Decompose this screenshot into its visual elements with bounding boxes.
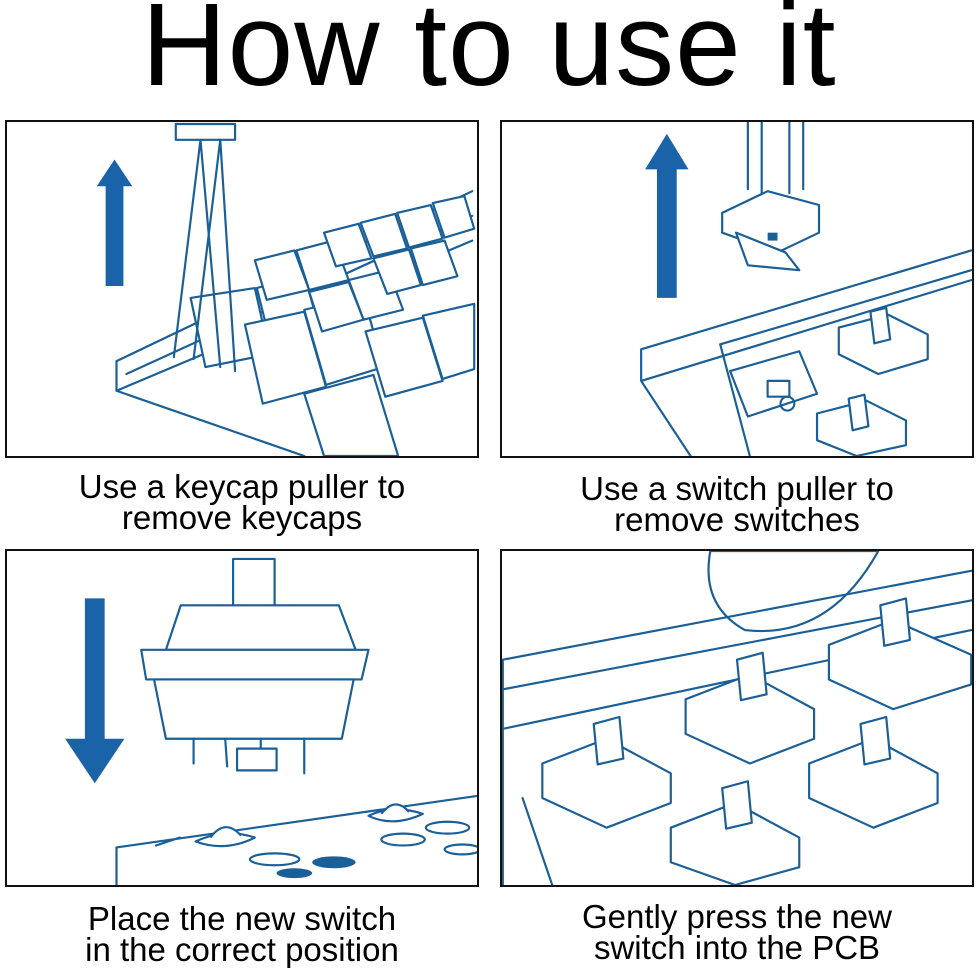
step-4-caption-line1: Gently press the new: [582, 898, 892, 935]
keycaps: [189, 195, 476, 456]
installed-switch: [541, 715, 672, 829]
step-1-illustration: [5, 120, 479, 458]
down-arrow-icon: [65, 598, 125, 784]
step-4-illustration: [500, 549, 974, 887]
step-2-caption: Use a switch puller to remove switches: [500, 470, 974, 538]
switch-puller: [721, 122, 821, 272]
up-arrow-icon: [96, 159, 133, 287]
place-switch-illustration: [65, 557, 477, 885]
step-2-caption-line2: remove switches: [614, 501, 860, 538]
switch-puller-illustration: [640, 122, 972, 456]
step-1-caption-line2: remove keycaps: [121, 499, 363, 536]
page-title: How to use it: [141, 0, 837, 111]
step-4-caption: Gently press the new switch into the PCB: [500, 898, 974, 966]
press-switch-illustration: [502, 551, 972, 885]
installed-switch: [827, 597, 972, 711]
up-arrow-icon: [645, 133, 689, 298]
installed-switch: [684, 651, 816, 765]
installed-switch: [808, 715, 939, 829]
step-1-caption: Use a keycap puller to remove keycaps: [5, 468, 479, 536]
step-2-illustration: [500, 120, 974, 458]
step-3-caption-line2: in the correct position: [85, 931, 399, 968]
keycap-puller-illustration: [96, 122, 476, 456]
step-4-caption-line2: switch into the PCB: [593, 929, 881, 966]
step-3-caption-line1: Place the new switch: [87, 900, 397, 937]
step-3-illustration: [5, 549, 479, 887]
step-3-caption: Place the new switch in the correct posi…: [5, 900, 479, 968]
installed-switch: [837, 306, 929, 376]
finger: [707, 551, 880, 633]
keycap-puller: [172, 122, 237, 373]
step-2-caption-line1: Use a switch puller to: [580, 470, 894, 507]
mechanical-switch: [140, 557, 370, 775]
step-1-caption-line1: Use a keycap puller to: [78, 468, 406, 505]
installed-switch: [669, 780, 801, 885]
installed-switch: [815, 393, 908, 456]
